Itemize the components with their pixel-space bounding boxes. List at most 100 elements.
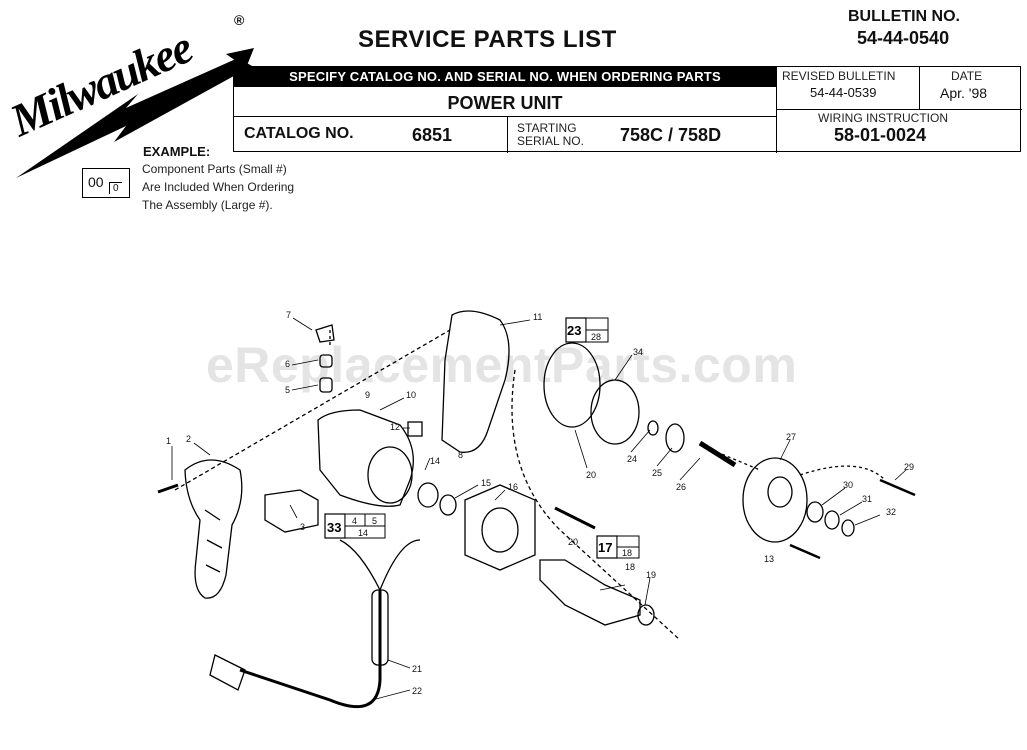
part-34-gasket — [590, 379, 640, 445]
registered-mark: ® — [234, 12, 245, 28]
part-label: 27 — [786, 432, 796, 442]
part-label: 8 — [458, 450, 463, 460]
part-16-field — [464, 484, 536, 571]
part-27-gear-case — [742, 457, 808, 543]
plug — [209, 654, 246, 691]
assembly-box-17: 17 18 — [596, 535, 640, 559]
part-label: 1 — [166, 436, 171, 446]
assembly-number: 17 — [598, 540, 612, 555]
part-13-screw — [789, 543, 821, 560]
ordering-notice: SPECIFY CATALOG NO. AND SERIAL NO. WHEN … — [234, 67, 776, 87]
part-22-cord — [239, 590, 382, 709]
component-number: 28 — [591, 332, 601, 342]
assembly-number: 33 — [327, 520, 341, 535]
catalog-label: CATALOG NO. — [244, 125, 354, 142]
part-32 — [841, 519, 855, 537]
part-30 — [806, 501, 824, 523]
bulletin-number: 54-44-0540 — [857, 28, 950, 48]
info-table: SPECIFY CATALOG NO. AND SERIAL NO. WHEN … — [233, 66, 1022, 153]
part-12 — [407, 421, 423, 437]
divider — [776, 109, 1022, 110]
part-18-armature — [539, 559, 641, 626]
divider — [776, 67, 777, 153]
part-label: 11 — [533, 312, 542, 322]
part-label: 6 — [285, 359, 290, 369]
part-label: 13 — [764, 554, 774, 564]
date-value: Apr. '98 — [940, 85, 988, 101]
divider — [919, 67, 920, 109]
revised-bulletin-value: 54-44-0539 — [810, 85, 877, 100]
milwaukee-logo: Milwaukee ® — [3, 8, 256, 183]
part-25-gear — [665, 423, 685, 453]
part-label: 19 — [646, 570, 656, 580]
part-label: 21 — [412, 664, 422, 674]
revised-bulletin-label: REVISED BULLETIN — [782, 69, 896, 83]
component-number: 14 — [358, 528, 368, 538]
part-26-spindle — [698, 440, 737, 468]
example-component-number: 0 — [109, 182, 122, 194]
page-title: SERVICE PARTS LIST — [358, 26, 617, 53]
example-assembly-number: 00 — [88, 174, 104, 190]
wiring-instruction-label: WIRING INSTRUCTION — [818, 111, 948, 125]
lightning-bolt-icon — [16, 48, 254, 178]
part-label: 31 — [862, 494, 872, 504]
unit-name: POWER UNIT — [234, 87, 776, 117]
starting-label-line1: STARTING — [517, 121, 577, 135]
component-number: 5 — [372, 516, 377, 526]
example-label: EXAMPLE: — [143, 144, 211, 159]
part-7 — [315, 324, 335, 343]
wiring-instruction-value: 58-01-0024 — [834, 125, 927, 145]
part-label: 29 — [904, 462, 914, 472]
part-label: 26 — [676, 482, 686, 492]
part-label: 20 — [586, 470, 596, 480]
part-label: 15 — [481, 478, 491, 488]
part-label: 18 — [625, 562, 635, 572]
part-label: 25 — [652, 468, 662, 478]
part-label: 2 — [186, 434, 191, 444]
part-label: 10 — [406, 390, 416, 400]
part-19 — [637, 604, 655, 626]
part-label: 20 — [568, 537, 578, 547]
component-number: 18 — [622, 548, 632, 558]
example-line-1: Component Parts (Small #) — [142, 162, 287, 176]
example-legend: EXAMPLE: 00 0 Component Parts (Small #) … — [80, 144, 380, 224]
serial-number: 758C / 758D — [620, 125, 722, 145]
part-20-rod — [554, 506, 596, 530]
part-3-switch — [264, 489, 319, 533]
example-assembly-box: 00 0 — [82, 168, 130, 198]
part-label: 32 — [886, 507, 896, 517]
alignment-line — [174, 329, 451, 491]
part-label: 9 — [365, 390, 370, 400]
part-11-handle-half — [441, 310, 510, 453]
part-label: 7 — [286, 310, 291, 320]
divider — [507, 117, 508, 153]
part-label: 22 — [412, 686, 422, 696]
part-5 — [319, 377, 333, 393]
starting-serial-label: STARTING SERIAL NO. — [517, 122, 584, 148]
part-label: 12 — [390, 422, 400, 432]
starting-label-line2: SERIAL NO. — [517, 134, 584, 148]
part-label: 14 — [430, 456, 440, 466]
part-label: 5 — [285, 385, 290, 395]
alignment-line — [511, 369, 681, 641]
example-line-3: The Assembly (Large #). — [142, 198, 273, 212]
part-label: 34 — [633, 347, 643, 357]
part-label: 16 — [508, 482, 518, 492]
part-23-gear-plate — [543, 342, 601, 428]
part-24 — [647, 420, 659, 436]
assembly-box-33: 33 4 5 14 — [324, 513, 386, 539]
assembly-number: 23 — [567, 323, 581, 338]
part-2-handle — [184, 459, 243, 599]
component-number: 4 — [352, 516, 357, 526]
assembly-box-23: 23 28 — [565, 317, 609, 343]
bulletin-label: BULLETIN NO. — [848, 8, 960, 25]
part-1-screw — [157, 483, 179, 494]
part-8-bearing — [417, 482, 439, 508]
catalog-number: 6851 — [412, 125, 453, 145]
example-line-2: Are Included When Ordering — [142, 180, 295, 194]
part-label: 3 — [300, 522, 305, 532]
part-29-screw — [879, 478, 916, 497]
date-label: DATE — [951, 69, 983, 83]
part-label: 24 — [627, 454, 637, 464]
